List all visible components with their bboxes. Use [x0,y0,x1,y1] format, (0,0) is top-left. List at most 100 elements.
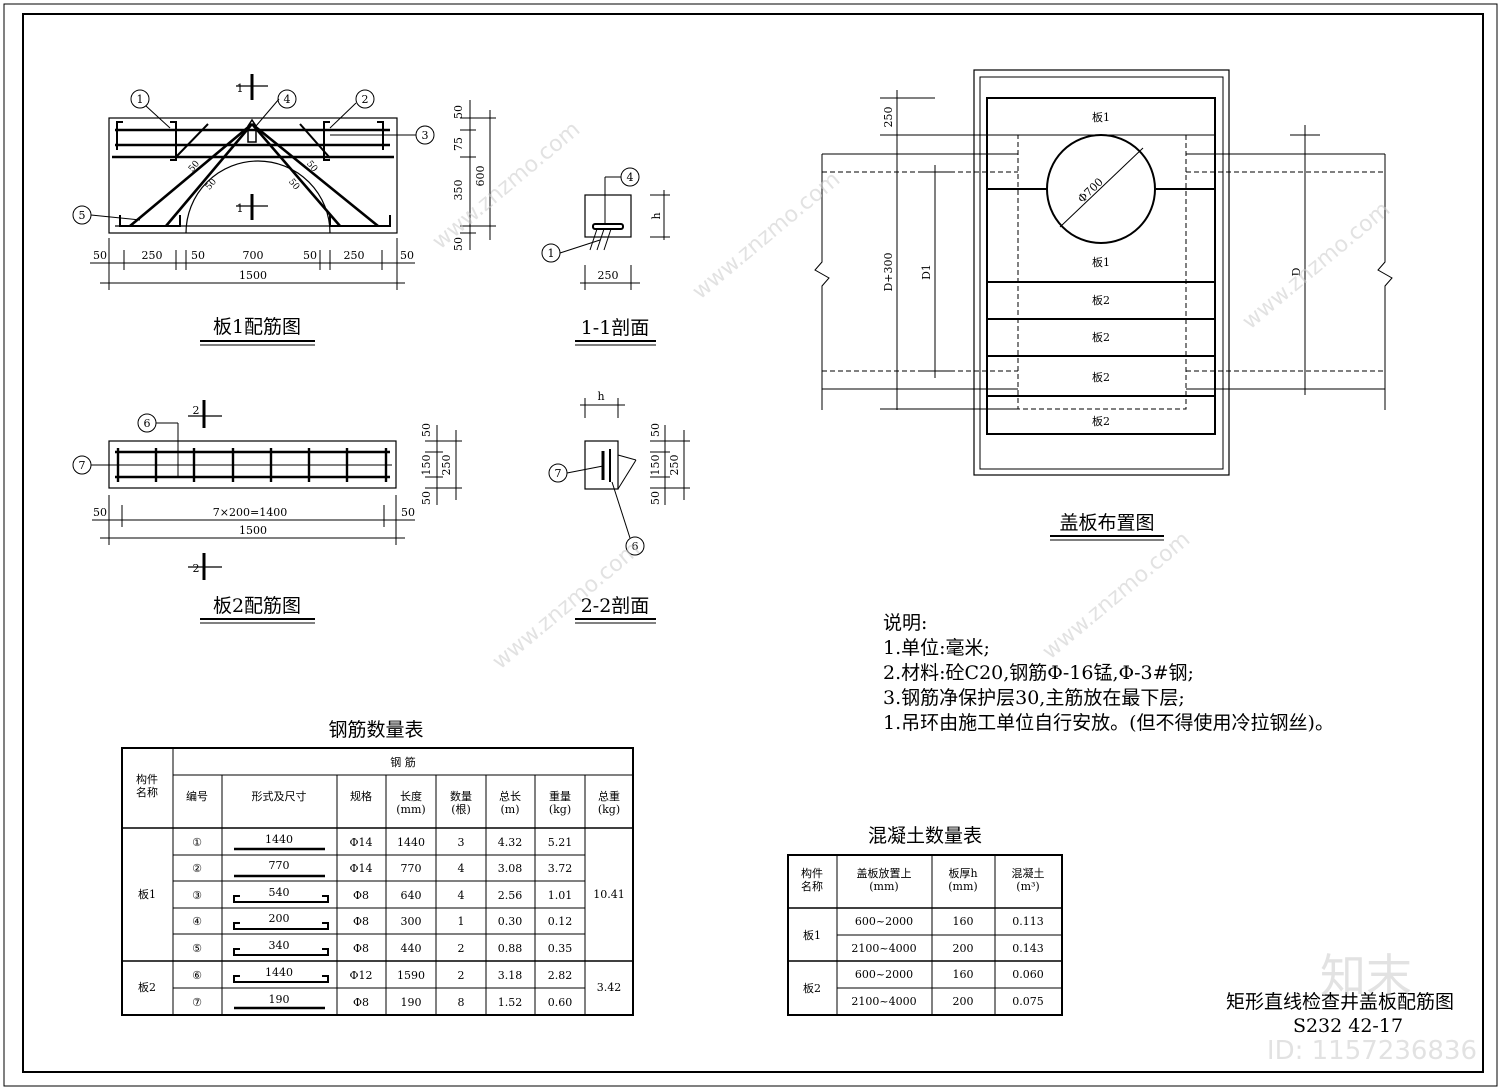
rebar-cell-length: 440 [401,942,422,955]
plate2-mark-6: 6 [144,417,151,430]
plate2-section-mark-top: 2 [193,404,200,417]
rebar-header-cell: 长度(mm) [396,789,425,816]
concrete-header-cell: 混凝土(m³) [1012,866,1045,893]
concrete-cell-volume: 0.143 [1012,942,1044,955]
rebar-cell-no: ⑥ [192,969,202,982]
rebar-header-cell: 数量(根) [450,790,472,816]
rebar-cell-qty: 4 [458,862,465,875]
watermark-site: www.znzmo.com [1238,197,1395,335]
plate2-dim: 7×200=1400 [213,506,287,519]
rebar-cell-weight: 1.01 [548,889,573,902]
concrete-cell-range: 2100~4000 [851,995,916,1008]
concrete-table-title: 混凝土数量表 [868,825,982,847]
rebar-cell-spec: Φ8 [353,942,369,955]
plate1-diag-label: 50 [304,159,319,174]
layout-plate-label: 板2 [1092,330,1110,344]
plate1-mark-3: 3 [422,129,429,142]
section22-dim-right: 50 [649,423,662,437]
concrete-cell-thickness: 200 [953,995,974,1008]
concrete-group-name: 板1 [803,928,821,942]
rebar-cell-length: 1590 [397,969,425,982]
rebar-cell-spec: Φ12 [349,969,372,982]
rebar-group-total: 3.42 [597,981,622,994]
watermark-brand: 知末 [1320,949,1412,1003]
section11-width: 250 [598,269,619,282]
rebar-cell-length: 770 [401,862,422,875]
rebar-cell-spec: Φ14 [349,862,372,875]
rebar-cell-total-length: 1.52 [498,996,523,1009]
layout-diameter: Φ700 [1075,175,1106,205]
inner-frame [22,13,1484,1073]
plate1-diag-label: 50 [187,159,202,174]
rebar-cell-shape: 540 [269,886,290,899]
rebar-cell-shape: 1440 [265,966,293,979]
plate2-dim-right: 150 [420,455,433,476]
plate1-mark-1: 1 [137,93,144,106]
plate1-drawing [72,74,496,290]
rebar-cell-weight: 0.35 [548,942,573,955]
concrete-cell-thickness: 200 [953,942,974,955]
plate1-section-mark-top: 1 [237,82,244,95]
outer-frame [3,3,1498,1087]
section22-mark-7: 7 [555,467,562,480]
layout-plate-label: 板2 [1092,370,1110,384]
rebar-cell-total-length: 0.30 [498,915,523,928]
rebar-cell-weight: 0.12 [548,915,573,928]
concrete-cell-volume: 0.113 [1012,915,1044,928]
plate1-dim: 250 [142,249,163,262]
section22-dim-right: 50 [649,491,662,505]
rebar-header-cell: 规格 [350,789,372,803]
rebar-cell-shape: 340 [269,939,290,952]
concrete-group-name: 板2 [803,981,821,995]
rebar-cell-total-length: 3.18 [498,969,523,982]
layout-plate-label: 板1 [1092,255,1110,269]
plate1-mark-4: 4 [284,93,291,106]
layout-dim: D [1290,267,1303,276]
concrete-header-cell: 板厚h(mm) [948,866,977,893]
plate1-dim: 50 [400,249,414,262]
rebar-group-name: 板2 [138,980,156,994]
rebar-cell-no: ② [192,862,202,875]
layout-drawing [814,69,1393,476]
plate2-dim-right: 50 [420,491,433,505]
rebar-header-cell: 构件名称 [136,772,158,799]
plate1-dim: 700 [243,249,264,262]
rebar-cell-no: ⑦ [192,996,202,1009]
note-line: 1.吊环由施工单位自行安放。(但不得使用冷拉钢丝)。 [883,712,1334,734]
section22-title: 2-2剖面 [581,595,650,617]
layout-dim: 250 [882,107,895,128]
rebar-cell-qty: 3 [458,836,465,849]
title-block-name: 矩形直线检查井盖板配筋图 [1226,991,1454,1013]
rebar-cell-shape: 200 [269,912,290,925]
rebar-cell-qty: 2 [458,942,465,955]
rebar-cell-length: 640 [401,889,422,902]
watermark-site: www.znzmo.com [1038,527,1195,665]
concrete-header-cell: 盖板放置上(mm) [857,866,912,893]
concrete-cell-volume: 0.075 [1012,995,1044,1008]
rebar-group-name: 板1 [138,887,156,901]
plate2-mark-7: 7 [79,459,86,472]
layout-dim: D1 [920,264,933,280]
plate1-dim-right: 350 [452,180,465,201]
rebar-cell-length: 300 [401,915,422,928]
rebar-header-group: 钢 筋 [390,755,416,769]
rebar-cell-qty: 1 [458,915,465,928]
section22-drawing [548,398,690,556]
rebar-table-title: 钢筋数量表 [328,719,423,741]
plate1-dim-right-total: 600 [474,166,487,187]
plate2-dim: 50 [401,506,415,519]
rebar-cell-weight: 2.82 [548,969,573,982]
plate1-dim-total: 1500 [239,269,267,282]
notes-heading: 说明: [883,612,927,634]
rebar-cell-qty: 4 [458,889,465,902]
plate2-dim-right: 50 [420,423,433,437]
rebar-header-cell: 总长(m) [499,789,521,816]
concrete-cell-range: 2100~4000 [851,942,916,955]
section11-height: h [650,212,663,219]
rebar-cell-spec: Φ8 [353,915,369,928]
section22-width: h [597,390,604,403]
plate1-title: 板1配筋图 [213,316,301,338]
rebar-cell-no: ① [192,836,202,849]
layout-plate-label: 板1 [1092,110,1110,124]
